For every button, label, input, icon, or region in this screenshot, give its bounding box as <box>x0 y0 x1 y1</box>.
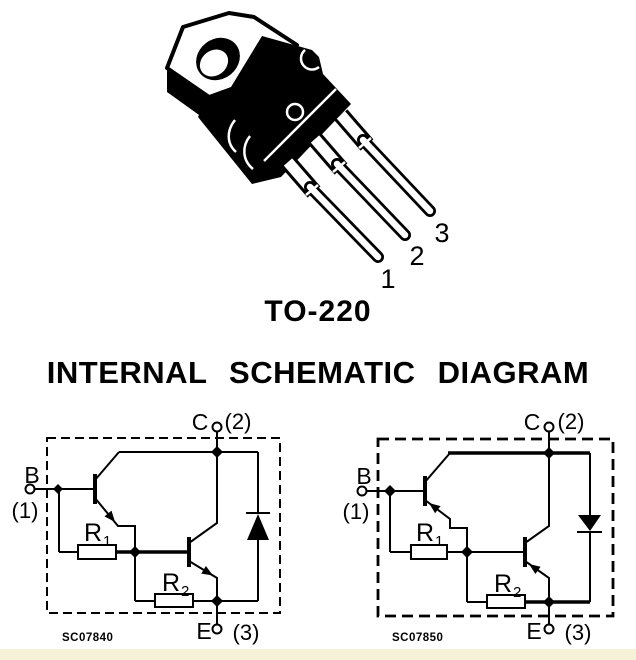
page-edge-strip <box>0 649 636 660</box>
r1-subscript: 1 <box>103 533 111 550</box>
to220-package-drawing: 1 2 3 <box>165 11 450 294</box>
drawing-code: SC07850 <box>392 632 443 644</box>
base-label: B <box>24 462 39 488</box>
junction <box>53 484 63 494</box>
npn-emitter-arrow <box>104 510 115 522</box>
emitter-pin-label: (3) <box>565 620 592 645</box>
drawing-code: SC07840 <box>62 632 113 644</box>
pin-number-3: 3 <box>434 218 449 248</box>
pin-number-1: 1 <box>380 264 395 294</box>
emitter-label: E <box>526 618 541 644</box>
collector-label: C <box>524 409 541 435</box>
lead-2 <box>308 133 411 241</box>
base-pin-label: (1) <box>343 499 370 524</box>
r2-subscript: 2 <box>181 583 189 600</box>
emitter-terminal <box>211 623 223 635</box>
collector-terminal <box>211 421 223 433</box>
lead-3 <box>334 109 436 217</box>
junction <box>384 485 396 497</box>
section-title: INTERNAL SCHEMATIC DIAGRAM <box>46 355 590 390</box>
junction <box>543 596 555 608</box>
transistor-t1-npn <box>93 451 136 548</box>
emitter-terminal <box>543 623 555 635</box>
collector-pin-label: (2) <box>225 409 252 434</box>
dashed-boundary <box>376 437 615 618</box>
body-ejector-mark <box>285 102 305 122</box>
body-corner-notch <box>299 49 320 71</box>
schematic-sc07850: B (1) C (2) E (3) R 1 R 2 SC07850 <box>343 409 615 645</box>
npn-emitter-arrow <box>201 566 213 576</box>
transistor-t1-pnp <box>423 452 468 548</box>
r1-label: R <box>84 519 102 547</box>
collector-terminal <box>543 421 555 433</box>
package-name-caption: TO-220 <box>264 295 372 328</box>
collector-pin-label: (2) <box>558 409 585 434</box>
r1-subscript: 1 <box>435 533 443 550</box>
junction <box>543 447 555 459</box>
collector-label: C <box>192 409 209 435</box>
junction <box>461 546 473 558</box>
dashed-boundary <box>46 437 281 614</box>
protection-diode <box>246 452 270 601</box>
base-label: B <box>356 463 371 489</box>
base-terminal <box>356 485 368 497</box>
r2-label: R <box>162 569 180 597</box>
r2-subscript: 2 <box>513 584 521 601</box>
junction <box>129 546 141 558</box>
r2-label: R <box>494 570 512 598</box>
base-terminal <box>24 483 36 495</box>
pin-number-2: 2 <box>409 241 424 271</box>
pnp-emitter-arrow <box>429 503 441 514</box>
pnp-emitter-arrow <box>529 564 541 574</box>
plastic-body <box>198 36 351 184</box>
schematic-sc07840: B (1) C (2) E (3) R 1 R 2 SC07840 <box>12 409 281 645</box>
junction <box>211 446 223 458</box>
mounting-hole <box>196 37 240 81</box>
r1-label: R <box>416 519 434 547</box>
emitter-label: E <box>196 618 211 644</box>
transistor-t2-pnp <box>523 453 550 600</box>
body-notch-detail <box>227 119 237 153</box>
body-notch-detail <box>243 135 254 170</box>
transistor-t2-npn <box>187 452 218 600</box>
junction <box>211 595 223 607</box>
protection-diode <box>577 453 602 602</box>
lead-1 <box>281 156 384 263</box>
body-bevel-line <box>263 88 337 162</box>
base-pin-label: (1) <box>12 498 39 523</box>
emitter-pin-label: (3) <box>233 620 260 645</box>
